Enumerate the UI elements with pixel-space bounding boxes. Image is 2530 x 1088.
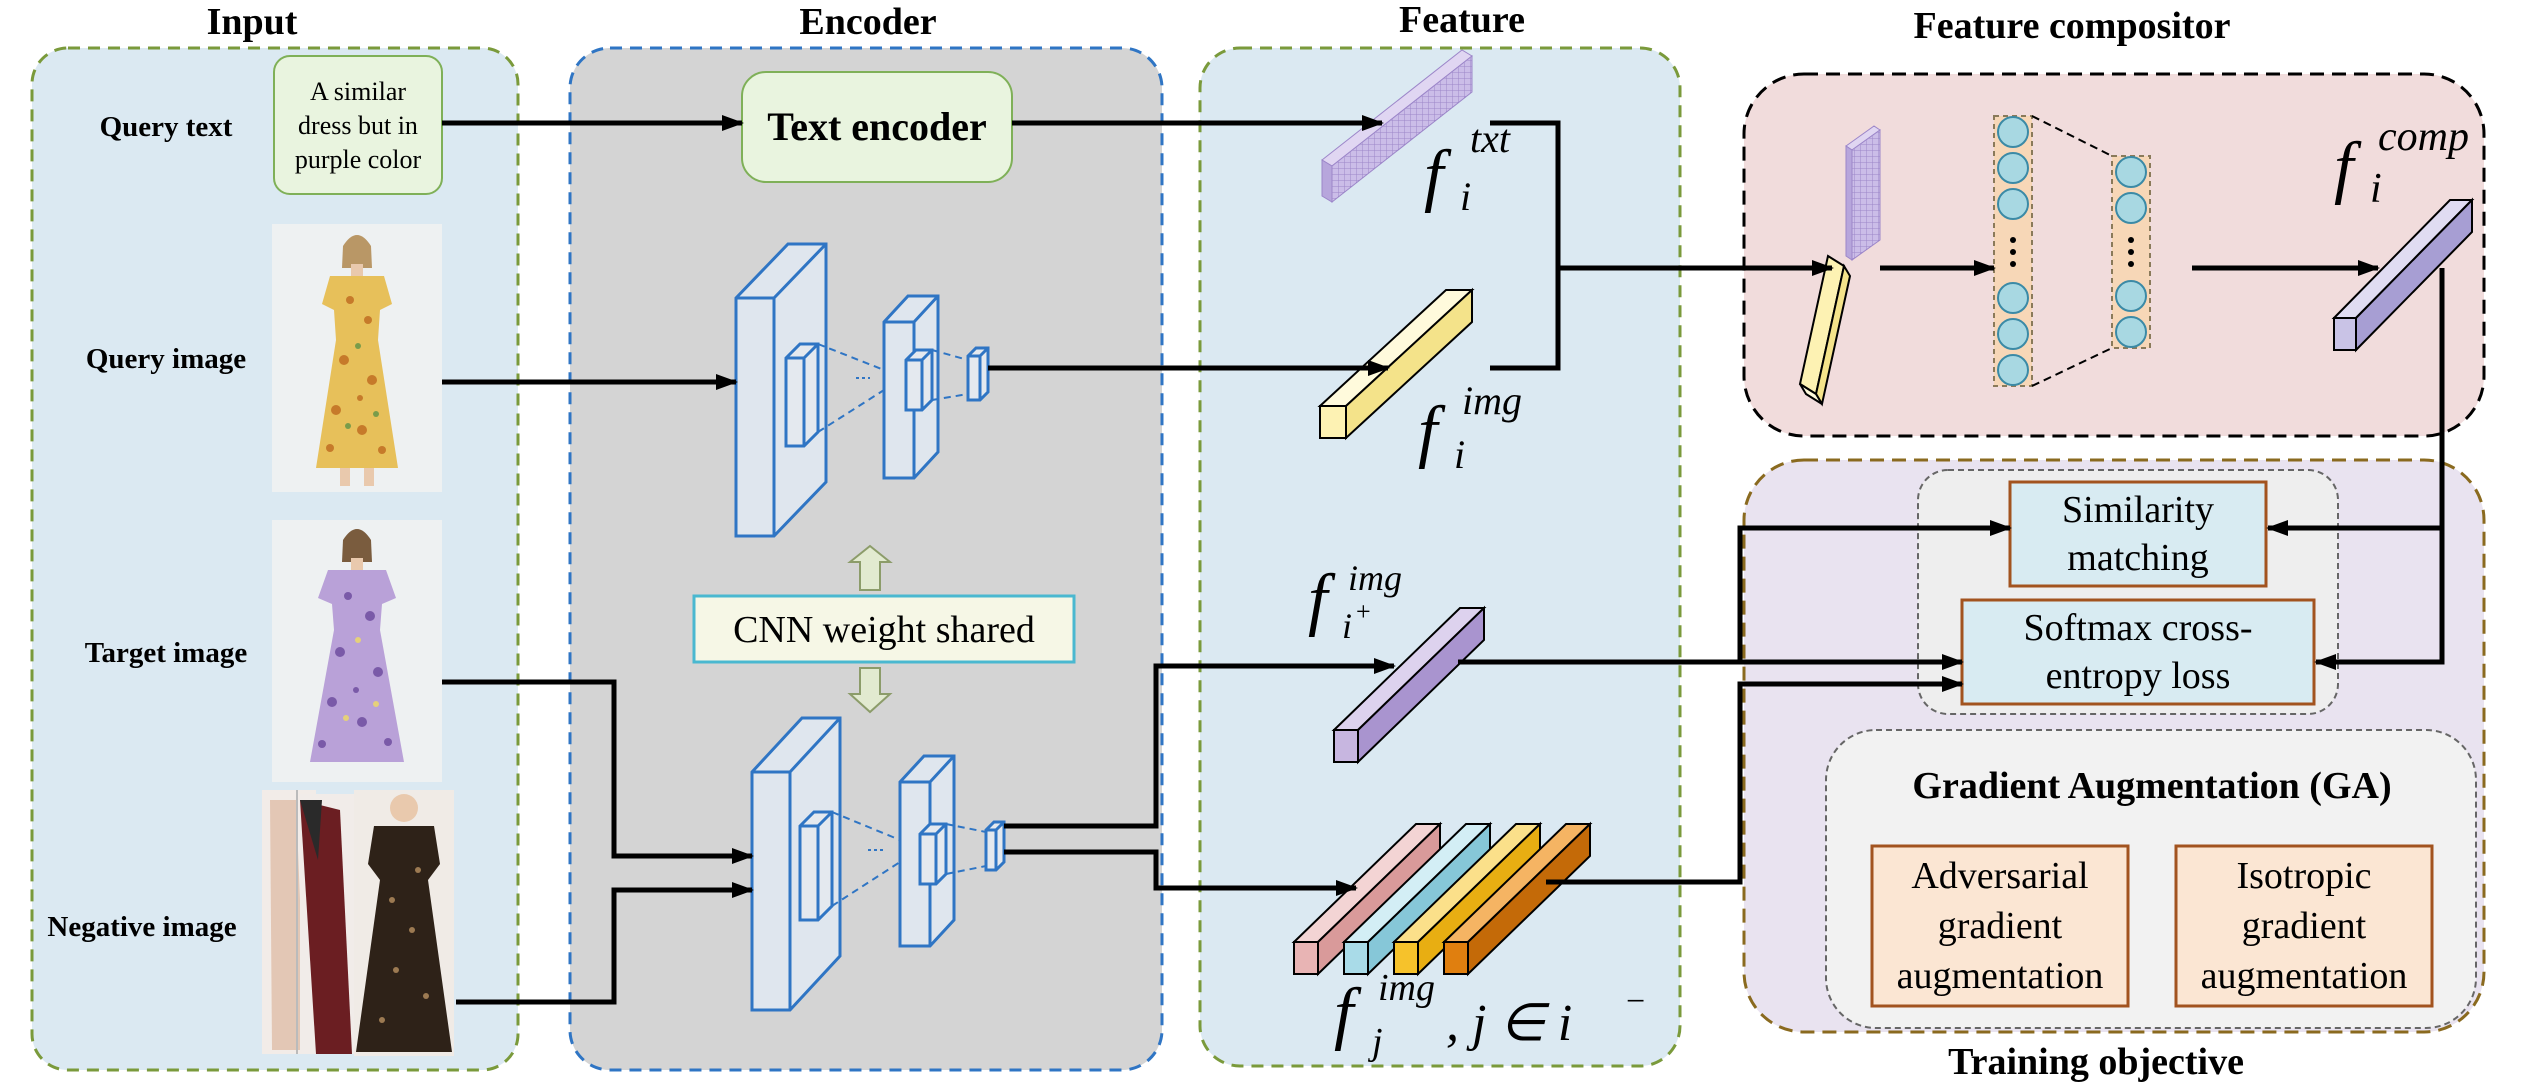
svg-text:comp: comp [2378, 114, 2469, 160]
query-text-label: Query text [100, 111, 233, 143]
cnn-query [734, 242, 990, 538]
query-image-label: Query image [86, 343, 246, 375]
softmax-line-1: Softmax cross- [2023, 607, 2252, 649]
query-text-line-3: purple color [295, 145, 422, 174]
adversarial-line-2: gradient [1938, 905, 2063, 947]
cnn-target-negative [750, 716, 1006, 1012]
adversarial-line-1: Adversarial [1911, 855, 2088, 897]
purple-floral-dress-photo [272, 520, 442, 782]
dark-dresses-photo-strip [262, 790, 454, 1056]
isotropic-line-2: gradient [2242, 905, 2367, 947]
yellow-floral-dress-photo [272, 224, 442, 492]
cnn-weight-shared-box [692, 594, 1076, 664]
isotropic-line-1: Isotropic [2236, 855, 2371, 897]
svg-text:i: i [1342, 606, 1352, 646]
svg-text:i: i [1460, 174, 1471, 219]
target-image-label: Target image [85, 637, 248, 669]
connector-arrows [442, 115, 2445, 1005]
text-encoder-label: Text encoder [767, 104, 987, 149]
negative-feature-bars [1291, 821, 1593, 977]
f-img-label: f img i [1418, 378, 1522, 477]
svg-text:img: img [1348, 558, 1402, 598]
similarity-matching-box [2008, 480, 2268, 588]
softmax-line-2: entropy loss [2046, 655, 2231, 697]
up-arrow-icon [847, 544, 893, 591]
query-text-line-1: A similar [310, 77, 406, 106]
down-arrow-icon [847, 667, 893, 714]
softmax-loss-box [1960, 598, 2316, 706]
positive-feature-bar [1331, 605, 1487, 765]
cnn-weight-shared-label: CNN weight shared [733, 609, 1035, 651]
negative-image-label: Negative image [47, 911, 236, 943]
svg-text:i: i [1454, 432, 1465, 477]
training-title: Training objective [1948, 1041, 2244, 1083]
text-feature-bar [1321, 49, 1473, 204]
f-neg-label: f img j , j ∈ i − [1334, 967, 1645, 1063]
isotropic-line-3: augmentation [2201, 955, 2408, 997]
svg-text:+: + [1356, 597, 1371, 626]
svg-text:i: i [2370, 166, 2382, 212]
query-text-line-2: dress but in [298, 111, 418, 140]
isotropic-box [2174, 844, 2434, 1008]
svg-text:, j ∈ i: , j ∈ i [1446, 995, 1572, 1052]
svg-text:−: − [1626, 983, 1645, 1020]
mlp-network [1993, 115, 2151, 387]
similarity-line-2: matching [2067, 537, 2208, 579]
ga-title: Gradient Augmentation (GA) [1912, 765, 2391, 807]
svg-text:img: img [1378, 967, 1435, 1009]
adversarial-line-3: augmentation [1897, 955, 2104, 997]
image-feature-bar [1317, 287, 1475, 441]
similarity-line-1: Similarity [2062, 489, 2214, 531]
input-title: Input [207, 1, 298, 43]
feature-title: Feature [1399, 0, 1525, 41]
composed-feature-bar [2331, 197, 2475, 353]
svg-text:img: img [1462, 378, 1522, 423]
compositor-input-bars [1798, 125, 1881, 407]
compositor-title: Feature compositor [1914, 5, 2231, 47]
encoder-title: Encoder [799, 1, 936, 43]
adversarial-box [1870, 844, 2130, 1008]
f-comp-label: f comp i [2334, 114, 2469, 212]
